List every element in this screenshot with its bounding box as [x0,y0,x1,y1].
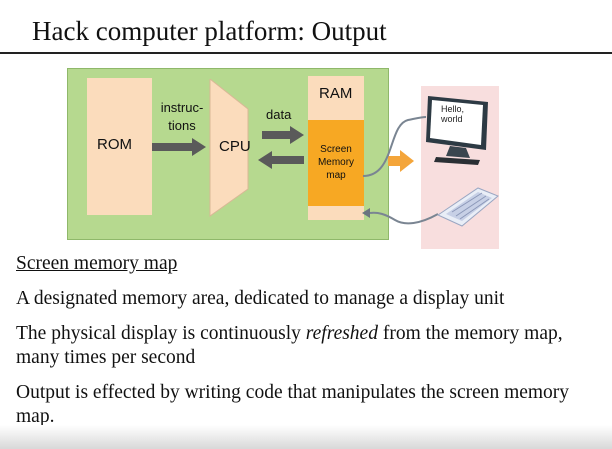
bullet-designated-area: A designated memory area, dedicated to m… [16,288,505,309]
ram-block [308,76,364,120]
data-label: data [266,107,292,122]
cpu-block [209,79,249,217]
bottom-fade [0,425,612,449]
instructions-label-line2: tions [168,118,196,133]
screen-label-line1: Screen [320,144,352,155]
instructions-label-line1: instruc- [160,100,204,115]
monitor-screen-text: Hello, world [441,104,464,124]
ram-label: RAM [319,85,353,102]
rom-label: ROM [97,136,132,153]
monitor-text-line1: Hello, [441,104,465,114]
ram-lower-block [308,206,364,220]
bullet-refresh-start: The physical display is continuously [16,323,306,344]
bullet-refresh-end: from the memory map, many times per seco… [16,323,563,368]
slide-title: Hack computer platform: Output [32,16,387,46]
monitor-text-line2: world [441,114,463,124]
screen-to-monitor-arrow [388,150,414,172]
cpu-to-ram-arrow [262,126,304,144]
architecture-diagram: ROM instruc- tions CPU data RAM Screen M… [67,68,389,240]
screen-label-line2: Memory [317,157,355,168]
title-divider [0,52,612,54]
ram-to-cpu-arrow [258,151,304,169]
rom-block [87,78,152,215]
cpu-label: CPU [219,138,251,155]
rom-to-cpu-arrow [152,138,206,156]
screen-memory-map-block [308,120,364,206]
keyboard-icon [436,187,499,227]
instructions-label: instruc- tions [154,99,210,135]
bullet-output-code: Output is effected by writing code that … [16,382,570,427]
bullet-refresh: The physical display is continuously ref… [16,322,606,370]
monitor-cable [362,116,427,177]
monitor-icon [426,96,488,165]
screen-label-line3: map [326,170,346,181]
keyboard-cable [369,211,439,225]
screen-memory-map-label: Screen Memory map [308,143,364,182]
section-heading: Screen memory map [16,253,178,274]
refreshed-emphasis: refreshed [305,323,378,344]
